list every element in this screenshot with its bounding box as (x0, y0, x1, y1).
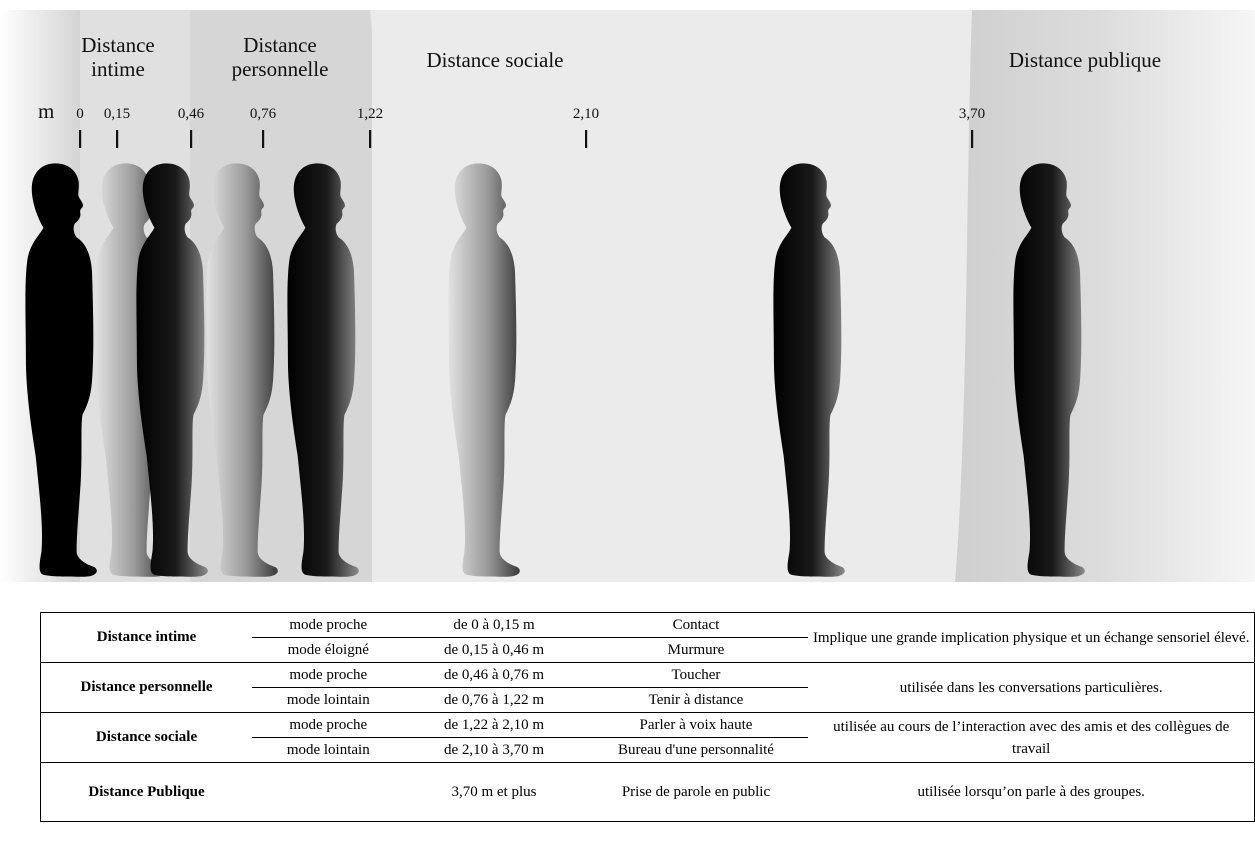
mode-cell: mode lointain (252, 688, 404, 713)
mode-cell (252, 763, 404, 822)
range-cell: de 0,76 à 1,22 m (404, 688, 583, 713)
description-cell: Implique une grande implication physique… (808, 613, 1254, 663)
tick-label-0: 0 (76, 106, 84, 122)
behavior-cell: Prise de parole en public (584, 763, 809, 822)
tick-label-1: 0,15 (104, 106, 130, 122)
zone-label-2: Distance sociale (426, 48, 563, 72)
mode-cell: mode proche (252, 663, 404, 688)
range-cell: 3,70 m et plus (404, 763, 583, 822)
distance-name-cell: Distance sociale (41, 713, 253, 763)
unit-label: m (38, 99, 54, 123)
range-cell: de 0,46 à 0,76 m (404, 663, 583, 688)
tick-mark-4 (369, 130, 371, 148)
tick-label-3: 0,76 (250, 106, 277, 122)
range-cell: de 1,22 à 2,10 m (404, 713, 583, 738)
mode-cell: mode éloigné (252, 638, 404, 663)
range-cell: de 0 à 0,15 m (404, 613, 583, 638)
description-cell: utilisée dans les conversations particul… (808, 663, 1254, 713)
description-cell: utilisée lorsqu’on parle à des groupes. (808, 763, 1254, 822)
mode-cell: mode proche (252, 713, 404, 738)
tick-mark-1 (116, 130, 118, 148)
tick-mark-0 (79, 130, 81, 148)
tick-label-4: 1,22 (357, 106, 383, 122)
description-cell: utilisée au cours de l’interaction avec … (808, 713, 1254, 763)
distance-name-cell: Distance Publique (41, 763, 253, 822)
tick-label-2: 0,46 (178, 106, 205, 122)
tick-label-6: 3,70 (959, 106, 985, 122)
distance-name-cell: Distance intime (41, 613, 253, 663)
tick-label-5: 2,10 (573, 106, 599, 122)
behavior-cell: Toucher (584, 663, 809, 688)
behavior-cell: Parler à voix haute (584, 713, 809, 738)
tick-mark-2 (190, 130, 192, 148)
range-cell: de 2,10 à 3,70 m (404, 738, 583, 763)
zone-label-3: Distance publique (1009, 48, 1161, 72)
tick-mark-5 (585, 130, 587, 148)
range-cell: de 0,15 à 0,46 m (404, 638, 583, 663)
tick-mark-3 (262, 130, 264, 148)
behavior-cell: Bureau d'une personnalité (584, 738, 809, 763)
behavior-cell: Tenir à distance (584, 688, 809, 713)
behavior-cell: Contact (584, 613, 809, 638)
mode-cell: mode lointain (252, 738, 404, 763)
mode-cell: mode proche (252, 613, 404, 638)
distance-name-cell: Distance personnelle (41, 663, 253, 713)
behavior-cell: Murmure (584, 638, 809, 663)
tick-mark-6 (971, 130, 973, 148)
